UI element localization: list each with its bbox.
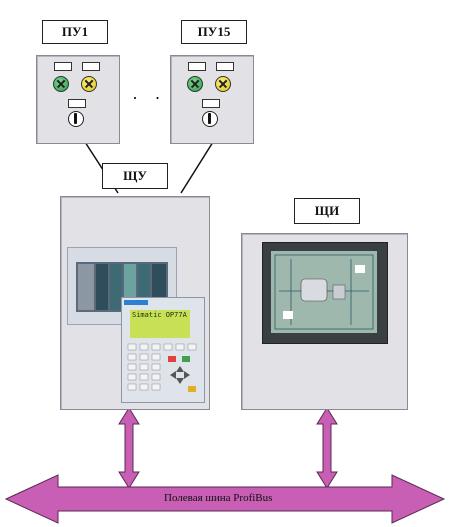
hmi-display: Simatic OP77A [130,310,190,338]
plc-rack-image [67,247,177,325]
indicator-slot [216,62,234,71]
green-lamp-icon [53,76,69,92]
control-station-pu1 [36,55,120,144]
process-mimic-icon [271,251,377,333]
bus-arrow [4,474,446,524]
display-cabinet-shi [241,233,408,410]
control-station-pu15 [170,55,254,144]
profibus-label: Полевая шина ProfiBus [164,492,273,504]
indicator-slot [202,99,220,108]
station-label-pu1: ПУ1 [42,20,108,44]
rotary-switch-icon [68,111,84,127]
indicator-slot [68,99,86,108]
hmi-model-text: Simatic OP77A [132,311,187,319]
control-cabinet-shu: Simatic OP77A [60,196,210,410]
indicator-slot [188,62,206,71]
operator-touch-panel [262,242,388,344]
scada-screen [271,251,377,333]
yellow-lamp-icon [215,76,231,92]
hmi-keypad-icon [127,343,197,392]
operator-panel-op77a: Simatic OP77A [121,297,205,403]
label-shu: ЩУ [102,163,168,189]
rotary-switch-icon [202,111,218,127]
indicator-slot [54,62,72,71]
station-label-pu15: ПУ15 [181,20,247,44]
link-pu15-shu [180,141,214,194]
indicator-slot [82,62,100,71]
brand-strip [124,300,148,305]
arrow-shi-bus [316,407,338,489]
label-shi: ЩИ [294,198,360,224]
yellow-lamp-icon [81,76,97,92]
arrow-shu-bus [118,407,140,489]
green-lamp-icon [187,76,203,92]
